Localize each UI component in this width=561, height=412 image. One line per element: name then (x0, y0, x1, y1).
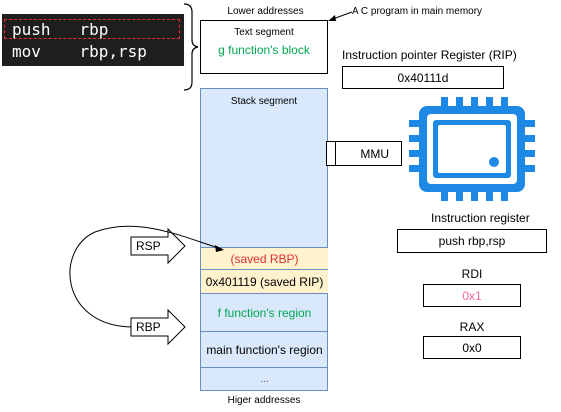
stack-cell-saved-rip: 0x401119 (saved RIP) (201, 269, 328, 293)
text-segment-title: Text segment (234, 27, 294, 38)
code-snippet: push rbp mov rbp,rsp (2, 14, 184, 66)
rbp-to-saved-rbp-curve (69, 225, 223, 328)
ir-title: Instruction register (431, 211, 530, 225)
rax-title: RAX (459, 320, 485, 334)
cpu-chip-icon (409, 97, 535, 201)
stack-cell-f-region: f function's region (201, 293, 328, 331)
lower-addresses-label: Lower addresses (227, 6, 304, 17)
code-line-push: push rbp (12, 20, 109, 39)
rbp-label: RBP (136, 320, 161, 334)
c-program-label: A C program in main memory (352, 6, 483, 17)
code-brace (183, 3, 199, 91)
current-instruction-highlight (4, 19, 180, 39)
rbp-arrow (130, 308, 186, 346)
rdi-title: RDI (461, 267, 483, 281)
g-function-block: g function's block (218, 43, 310, 57)
rip-title: Instruction pointer Register (RIP) (342, 48, 517, 62)
stack-cell-ellipsis: ... (201, 367, 328, 390)
stack-cell-saved-rbp: (saved RBP) (201, 247, 328, 269)
stack-segment: Stack segment (saved RBP) 0x401119 (save… (200, 88, 328, 391)
code-line-mov: mov rbp,rsp (12, 42, 147, 61)
stack-cell-main-region: main function's region (201, 331, 328, 367)
instruction-register: push rbp,rsp (397, 229, 547, 253)
rsp-label: RSP (136, 239, 161, 253)
rip-register: 0x40111d (342, 66, 504, 89)
mmu-box: MMU (326, 141, 402, 166)
rsp-arrow (130, 227, 186, 265)
rdi-register: 0x1 (423, 284, 521, 307)
higher-addresses-label: Higer addresses (227, 395, 301, 406)
stack-segment-title: Stack segment (230, 96, 298, 107)
text-segment: Text segment g function's block (200, 20, 328, 74)
rax-register: 0x0 (423, 336, 521, 359)
